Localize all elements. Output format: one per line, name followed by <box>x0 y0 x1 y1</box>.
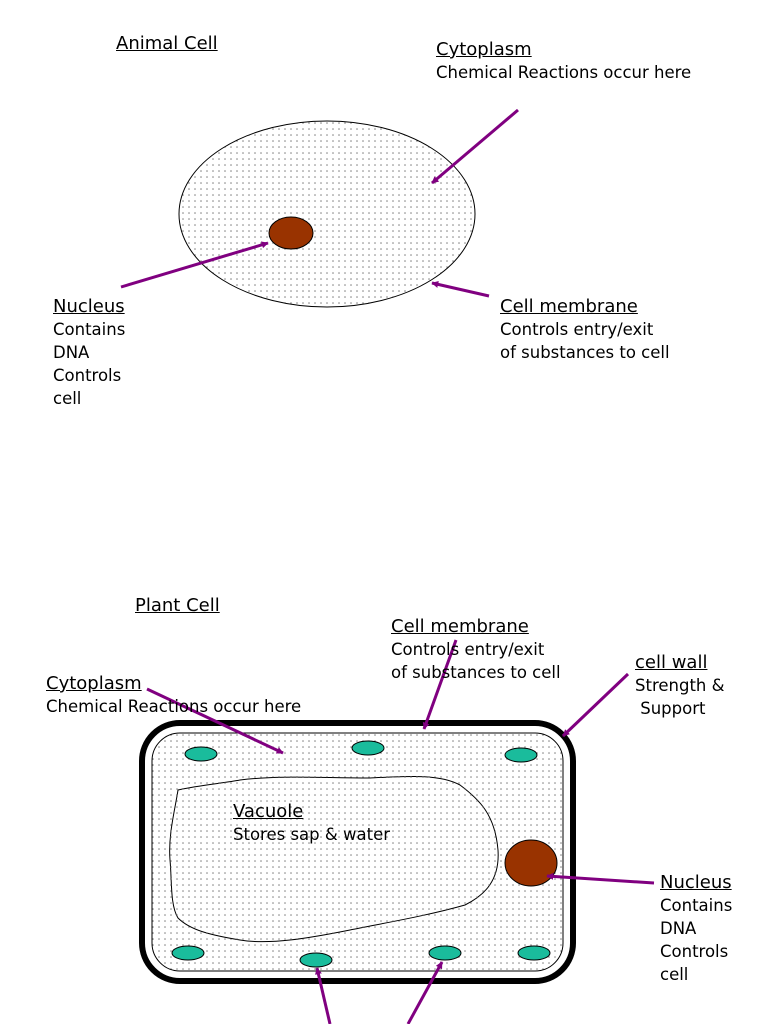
animal-membrane-line: of substances to cell <box>500 343 670 362</box>
plant-nucleus-title: Nucleus <box>660 872 732 893</box>
arrow-plant-cell-wall <box>561 672 630 738</box>
animal-nucleus-line: Controls <box>53 366 122 385</box>
animal-cell-title: Animal Cell <box>116 33 218 54</box>
arrow-plant-cytoplasm <box>146 687 284 755</box>
chloroplast <box>184 746 218 762</box>
plant-nucleus-line: cell <box>660 965 689 984</box>
animal-cell-membrane <box>178 120 476 308</box>
arrow-chloroplast-2 <box>406 961 444 1024</box>
vacuole-text: Stores sap & water <box>233 825 390 844</box>
chloroplast <box>299 952 333 968</box>
animal-membrane-title: Cell membrane <box>500 296 638 317</box>
cell-wall-title: cell wall <box>635 652 708 673</box>
animal-nucleus-label: Nucleus Contains DNA Controls cell <box>53 295 125 410</box>
plant-cell <box>139 720 576 984</box>
plant-cytoplasm-title: Cytoplasm <box>46 673 142 694</box>
plant-cytoplasm-text: Chemical Reactions occur here <box>46 697 302 716</box>
arrow-animal-nucleus <box>120 241 269 289</box>
chloroplast <box>351 740 385 756</box>
animal-cytoplasm-text: Chemical Reactions occur here <box>436 63 692 82</box>
cell-wall-line: Strength & <box>635 676 725 695</box>
arrow-chloroplast-1 <box>315 967 332 1024</box>
animal-nucleus-title: Nucleus <box>53 296 125 317</box>
plant-membrane-label: Cell membrane Controls entry/exit of sub… <box>391 615 561 684</box>
arrow-animal-membrane <box>431 280 490 298</box>
plant-nucleus-label: Nucleus Contains DNA Controls cell <box>660 871 732 986</box>
chloroplast <box>428 945 462 961</box>
animal-cytoplasm-title: Cytoplasm <box>436 39 532 60</box>
animal-nucleus-line: Contains <box>53 320 126 339</box>
animal-membrane-line: Controls entry/exit <box>500 320 654 339</box>
chloroplast <box>517 945 551 961</box>
vacuole-fill <box>169 776 499 942</box>
plant-cytoplasm-label: Cytoplasm Chemical Reactions occur here <box>46 672 301 718</box>
plant-nucleus <box>504 839 558 887</box>
plant-membrane-line: Controls entry/exit <box>391 640 545 659</box>
animal-nucleus <box>268 216 314 250</box>
animal-cytoplasm-label: Cytoplasm Chemical Reactions occur here <box>436 38 691 84</box>
plant-nucleus-line: Contains <box>660 896 733 915</box>
chloroplast <box>171 945 205 961</box>
plant-nucleus-line: Controls <box>660 942 729 961</box>
chloroplast <box>504 747 538 763</box>
vacuole-label: Vacuole Stores sap & water <box>233 800 390 846</box>
plant-membrane-line: of substances to cell <box>391 663 561 682</box>
animal-nucleus-line: cell <box>53 389 82 408</box>
animal-cell <box>178 120 476 308</box>
arrow-plant-membrane <box>422 639 458 730</box>
plant-cell-title: Plant Cell <box>135 595 220 616</box>
plant-nucleus-line: DNA <box>660 919 697 938</box>
animal-nucleus-line: DNA <box>53 343 90 362</box>
animal-membrane-label: Cell membrane Controls entry/exit of sub… <box>500 295 670 364</box>
arrow-animal-cytoplasm <box>431 108 519 185</box>
cell-wall-line: Support <box>635 699 706 718</box>
vacuole-title: Vacuole <box>233 801 304 822</box>
arrow-plant-nucleus <box>546 872 655 885</box>
plant-membrane-title: Cell membrane <box>391 616 529 637</box>
cell-wall-label: cell wall Strength & Support <box>635 651 725 720</box>
